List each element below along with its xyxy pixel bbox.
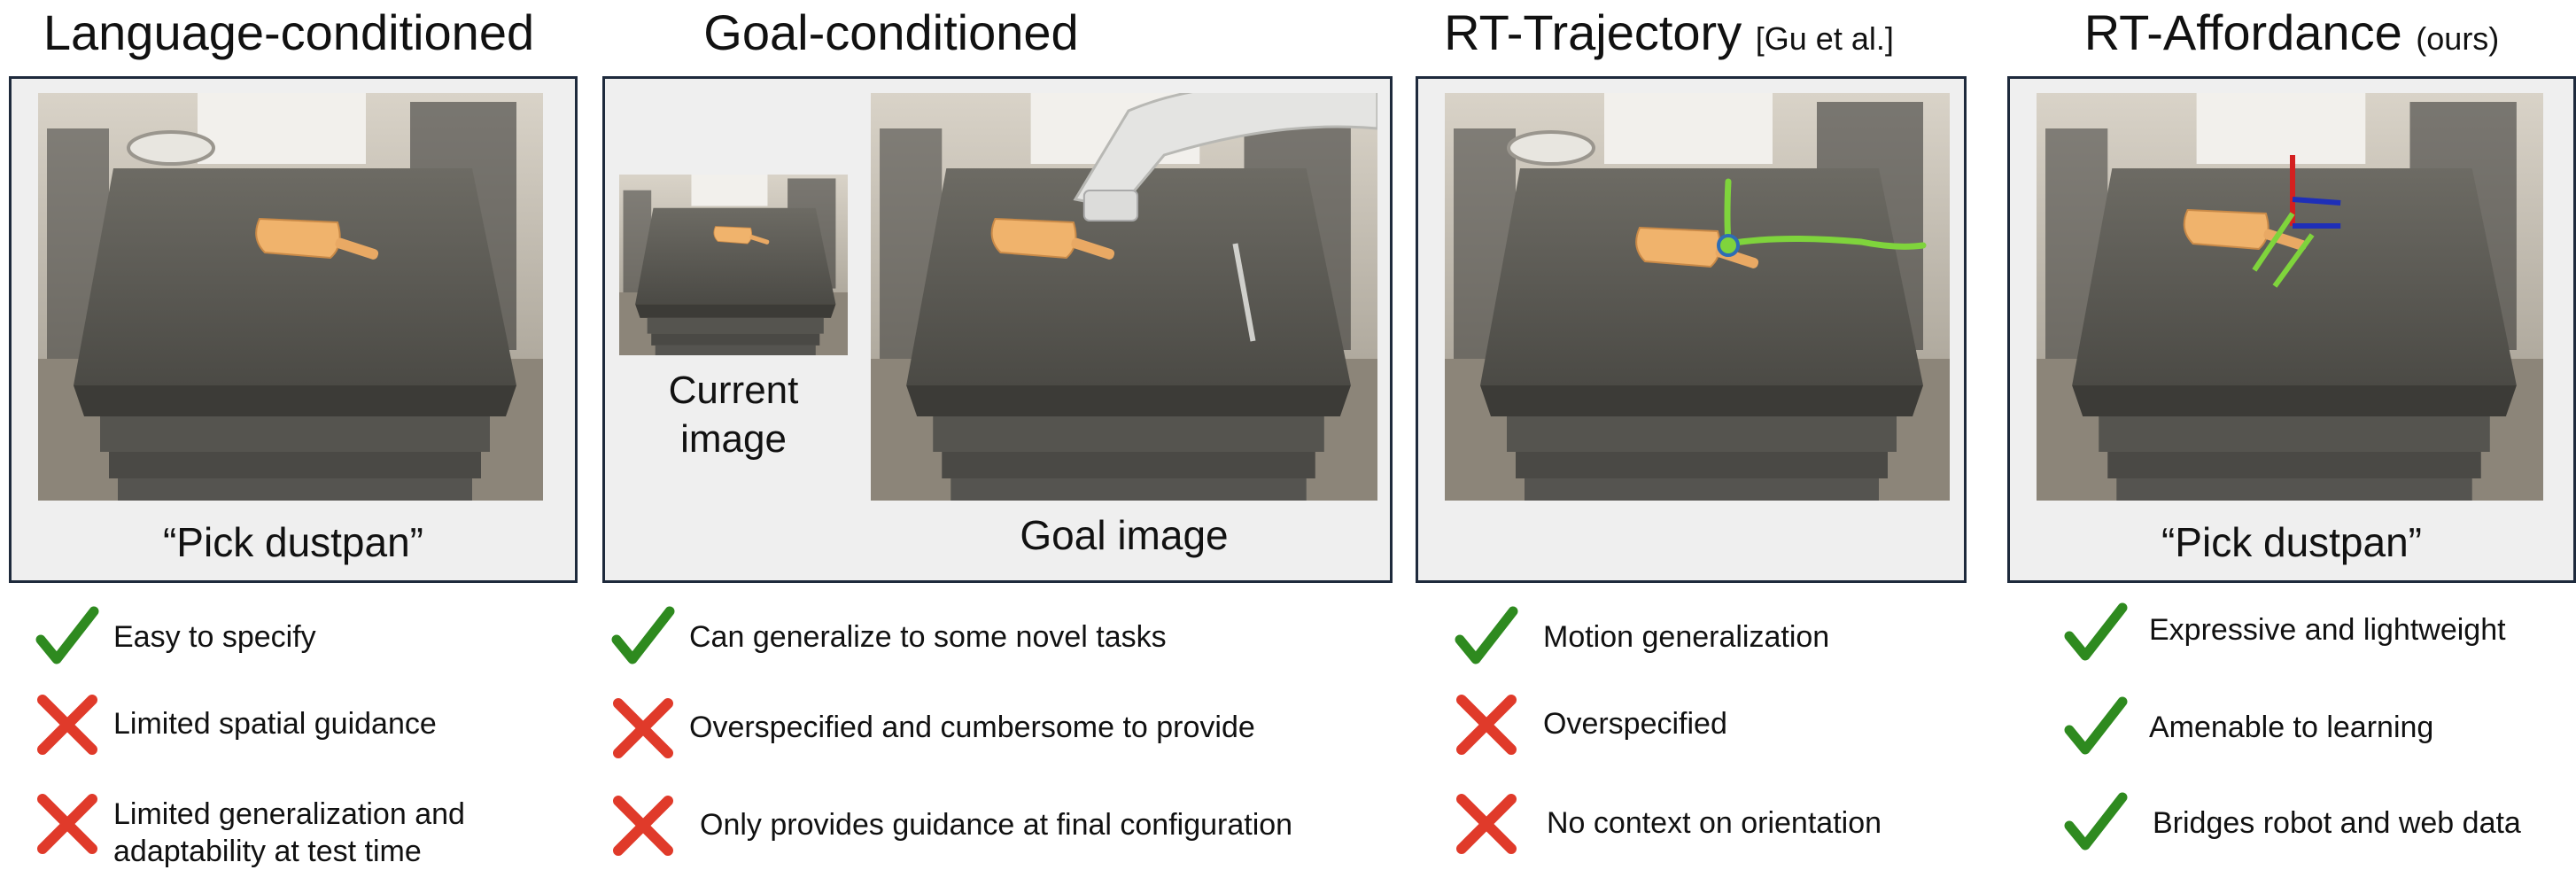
list-item: Bridges robot and web data [2064,792,2560,856]
goal-image-caption: Goal image [1020,512,1229,558]
cross-icon [1455,693,1518,757]
instruction-caption: “Pick dustpan” [2161,519,2422,565]
check-icon [2064,602,2128,666]
current-image [619,175,848,355]
check-icon [2064,792,2128,856]
column-title-text: Language-conditioned [43,4,535,60]
list-item: Easy to specify [35,606,567,670]
column-title-trajectory: RT-Trajectory [Gu et al.] [1416,4,1922,61]
current-image-caption: Current image [668,369,799,461]
list-item: No context on orientation [1455,792,1951,856]
list-item: Can generalize to some novel tasks [611,606,1373,670]
list-item: Motion generalization [1455,606,1951,670]
list-item: Limited generalization and adaptability … [35,792,567,868]
cross-icon [611,696,675,760]
list-item: Limited spatial guidance [35,693,567,757]
check-icon [2064,696,2128,760]
list-item: Overspecified and cumbersome to provide [611,696,1373,760]
column-title-cite: [Gu et al.] [1755,20,1894,57]
cross-icon [35,792,99,856]
column-title-affordance: RT-Affordance (ours) [2007,4,2576,61]
list-item: Only provides guidance at final configur… [611,794,1373,858]
panel-affordance: “Pick dustpan” [2007,76,2576,583]
column-title-text: RT-Trajectory [1444,4,1742,60]
scene-image-language [38,93,543,501]
check-icon [1455,606,1518,670]
list-item: Amenable to learning [2064,696,2560,760]
check-icon [35,606,99,670]
list-item: Expressive and lightweight [2064,602,2560,666]
column-title-goal: Goal-conditioned [602,4,1180,61]
panel-trajectory [1416,76,1967,583]
column-title-text: Goal-conditioned [703,4,1079,60]
column-title-cite: (ours) [2416,20,2500,57]
column-title-text: RT-Affordance [2083,4,2402,60]
column-title-language: Language-conditioned [0,4,578,61]
cross-icon [35,693,99,757]
cross-icon [611,794,675,858]
list-item: Overspecified [1455,693,1951,757]
check-icon [611,606,675,670]
goal-image [871,93,1377,501]
scene-image-affordance [2037,93,2543,501]
panel-goal: Current image Goal image [602,76,1393,583]
panel-language: “Pick dustpan” [9,76,578,583]
instruction-caption: “Pick dustpan” [162,519,423,565]
cross-icon [1455,792,1518,856]
scene-image-trajectory [1445,93,1950,501]
